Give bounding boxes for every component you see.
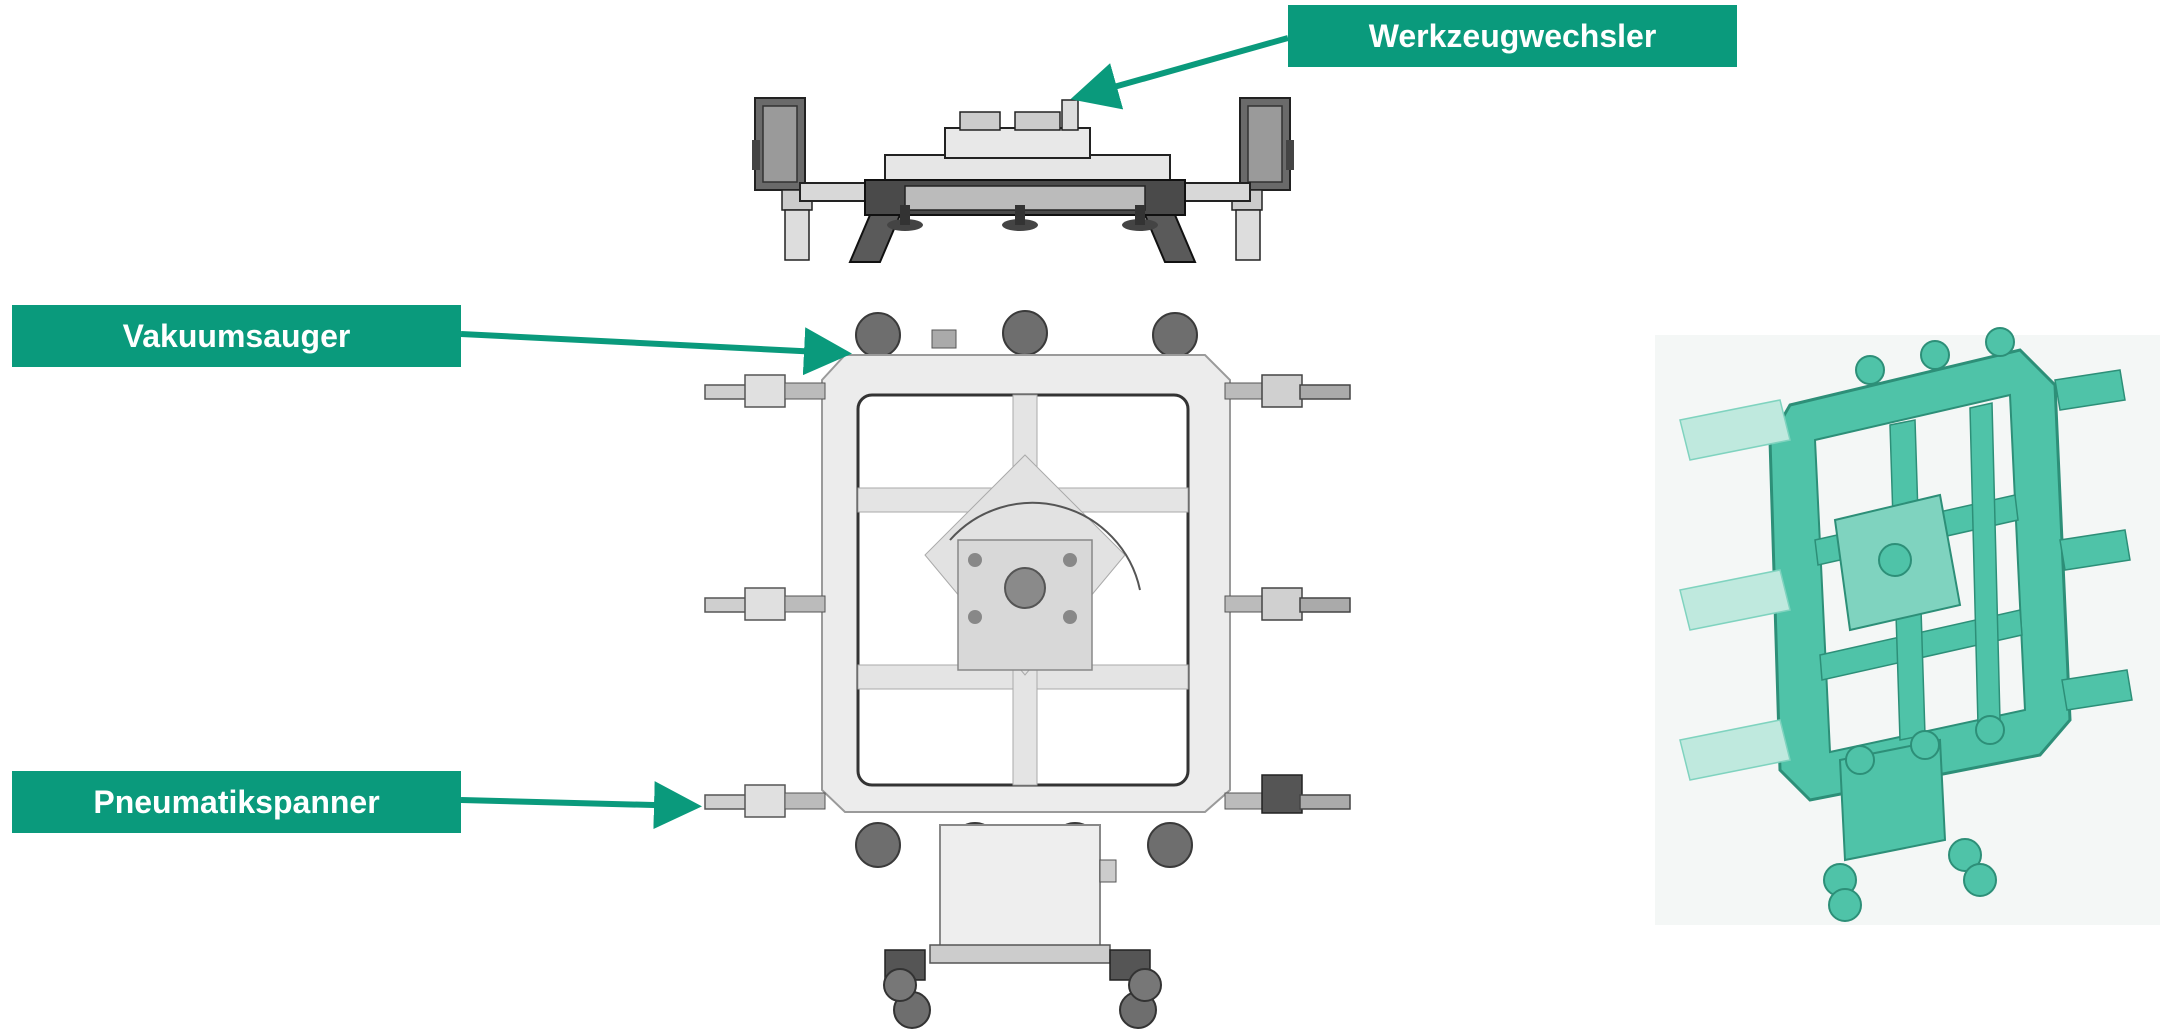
vacuum-cup xyxy=(1002,310,1048,356)
pneumatic-clamp xyxy=(704,374,826,408)
pneumatic-clamp xyxy=(1224,774,1351,814)
label-tool-changer: Werkzeugwechsler xyxy=(1288,5,1737,67)
pneumatic-clamp xyxy=(1224,374,1351,408)
pneumatic-clamp xyxy=(704,784,826,818)
arrow-vacuum-cups xyxy=(460,327,852,376)
isometric-view xyxy=(1655,327,2160,925)
label-pneumatic-clamps: Pneumatikspanner xyxy=(12,771,461,833)
pneumatic-clamp xyxy=(1224,587,1351,621)
vacuum-cup xyxy=(855,312,901,358)
top-view xyxy=(704,310,1351,1029)
vacuum-cup xyxy=(855,822,901,868)
label-vacuum-cups: Vakuumsauger xyxy=(12,305,461,367)
side-view xyxy=(752,97,1294,263)
arrow-pneumatic-clamps xyxy=(460,781,702,830)
vacuum-cup xyxy=(1147,822,1193,868)
vacuum-cup xyxy=(1152,312,1198,358)
arrow-tool-changer xyxy=(1070,35,1289,110)
pneumatic-clamp xyxy=(704,587,826,621)
